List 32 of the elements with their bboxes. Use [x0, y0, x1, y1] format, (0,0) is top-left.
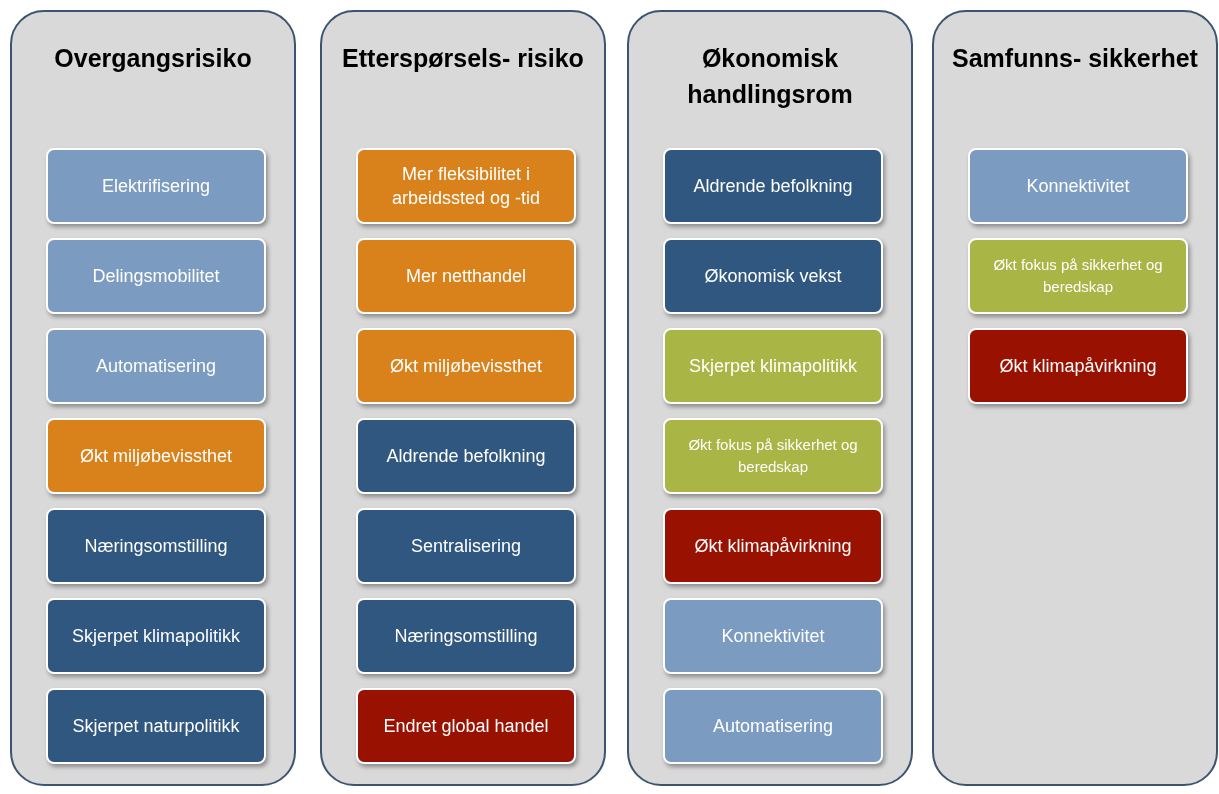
factor-card: Skjerpet naturpolitikk	[46, 688, 266, 764]
column-heading: Overgangsrisiko	[53, 43, 253, 74]
factor-card: Sentralisering	[356, 508, 576, 584]
column-heading: Etterspørsels- risiko	[341, 43, 585, 74]
column-panel	[320, 10, 606, 786]
factor-card: Økt klimapåvirkning	[663, 508, 883, 584]
factor-card: Økt fokus på sikkerhet og beredskap	[968, 238, 1188, 314]
factor-card: Elektrifisering	[46, 148, 266, 224]
factor-card: Mer netthandel	[356, 238, 576, 314]
column-heading: Samfunns- sikkerhet	[952, 43, 1198, 74]
factor-card: Konnektivitet	[968, 148, 1188, 224]
factor-card: Økt miljøbevissthet	[46, 418, 266, 494]
factor-card: Skjerpet klimapolitikk	[663, 328, 883, 404]
factor-card: Næringsomstilling	[356, 598, 576, 674]
factor-card: Næringsomstilling	[46, 508, 266, 584]
factor-card: Økt fokus på sikkerhet og beredskap	[663, 418, 883, 494]
factor-card: Endret global handel	[356, 688, 576, 764]
factor-card: Automatisering	[663, 688, 883, 764]
column-panel	[932, 10, 1218, 786]
factor-card: Økonomisk vekst	[663, 238, 883, 314]
factor-card: Mer fleksibilitet i arbeidssted og -tid	[356, 148, 576, 224]
column-panel	[10, 10, 296, 786]
factor-card: Aldrende befolkning	[356, 418, 576, 494]
factor-card: Delingsmobilitet	[46, 238, 266, 314]
factor-card: Skjerpet klimapolitikk	[46, 598, 266, 674]
column-heading: Økonomisk handlingsrom	[686, 43, 854, 110]
factor-card: Konnektivitet	[663, 598, 883, 674]
factor-card: Aldrende befolkning	[663, 148, 883, 224]
column-panel	[627, 10, 913, 786]
factor-card: Økt klimapåvirkning	[968, 328, 1188, 404]
factor-card: Økt miljøbevissthet	[356, 328, 576, 404]
factor-card: Automatisering	[46, 328, 266, 404]
